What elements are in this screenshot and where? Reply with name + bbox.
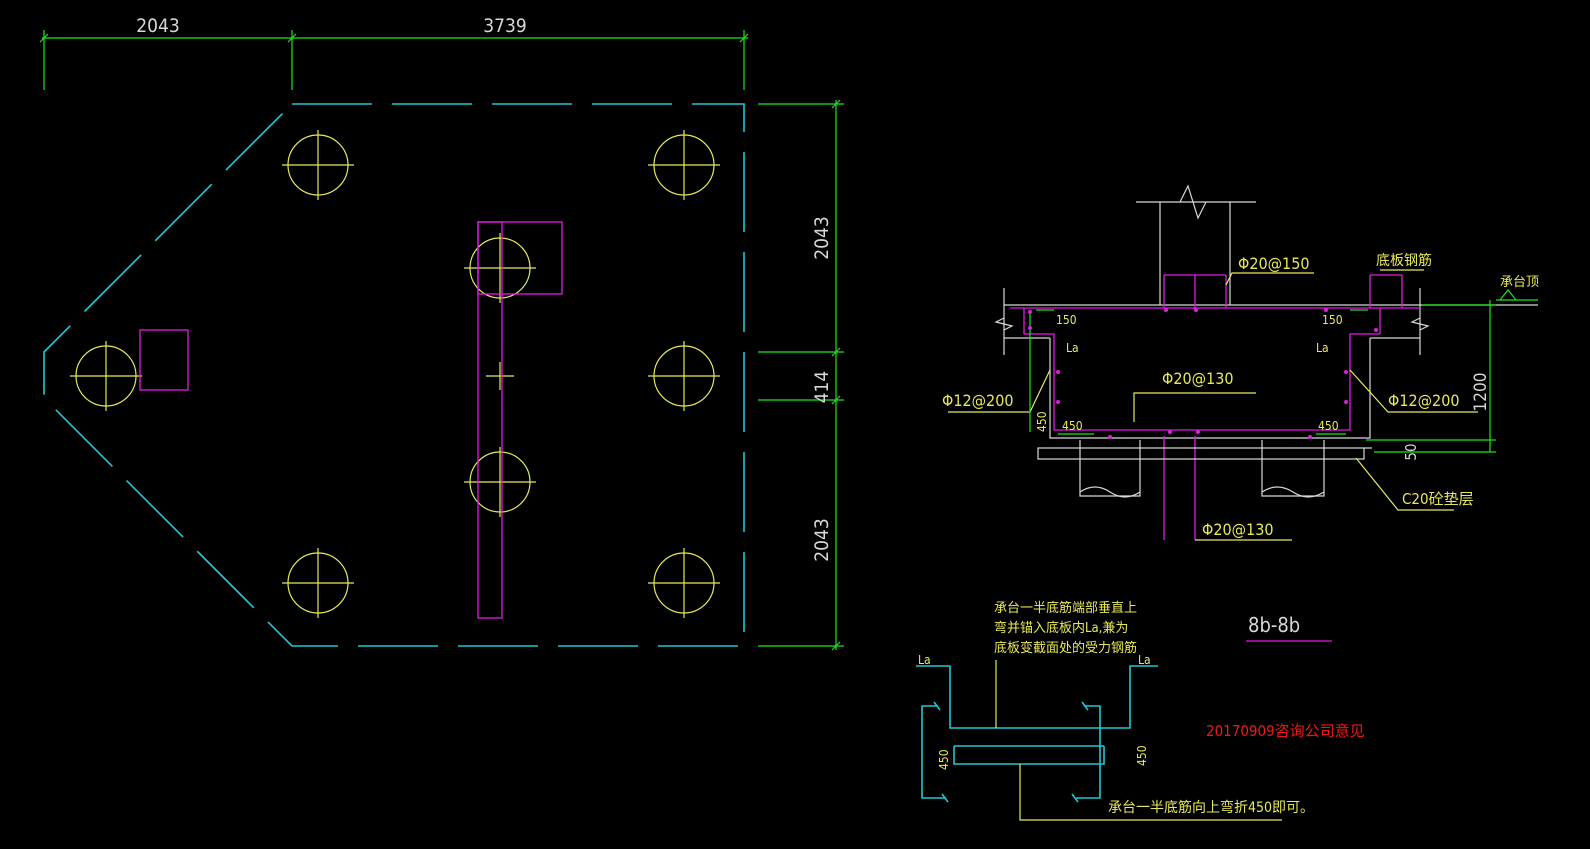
label-la-right: La (1316, 341, 1329, 355)
label-phi12-left: Φ12@200 (942, 391, 1014, 410)
section-dimensions (1029, 289, 1538, 453)
note-sketch-lines (916, 665, 1158, 803)
label-c20: C20砼垫层 (1402, 490, 1474, 508)
section-8b-8b: Φ20@150 底板钢筋 承台顶 150 150 La La Φ20@130 Φ… (942, 184, 1539, 642)
note-leaders (995, 660, 1282, 821)
rebar-dots (1028, 308, 1378, 439)
column-stub (1136, 184, 1256, 305)
pile-circles (70, 130, 720, 618)
label-phi20-130-bot: Φ20@130 (1202, 520, 1274, 539)
label-la-left: La (1066, 341, 1079, 355)
label-phi20-150: Φ20@150 (1238, 254, 1310, 273)
column-outlines (139, 221, 563, 619)
dim-right-bottom: 2043 (811, 518, 833, 562)
rebar-note-sketch: 承台一半底筋端部垂直上 弯并锚入底板内La,兼为 底板变截面处的受力钢筋 La … (916, 600, 1314, 821)
dim-top-right: 3739 (483, 15, 527, 37)
label-450-bl: 450 (1062, 419, 1083, 433)
label-50: 50 (1402, 443, 1420, 460)
dim-right-top: 2043 (811, 216, 833, 260)
label-450-br: 450 (1318, 419, 1339, 433)
note-la-left: La (918, 653, 931, 667)
dim-top-left: 2043 (136, 15, 180, 37)
label-phi20-130-top: Φ20@130 (1162, 369, 1234, 388)
note-450-left: 450 (937, 749, 951, 770)
right-dimension (758, 99, 844, 651)
label-150-left: 150 (1056, 313, 1077, 327)
label-450-v: 450 (1035, 411, 1049, 432)
label-cap-top: 承台顶 (1500, 275, 1539, 290)
label-150-right: 150 (1322, 313, 1343, 327)
label-1200: 1200 (1471, 373, 1491, 412)
section-rebar (1010, 274, 1420, 540)
note-bottom: 承台一半底筋向上弯折450即可。 (1108, 799, 1314, 816)
dim-right-mid: 414 (811, 371, 833, 404)
section-piles (1037, 440, 1372, 498)
note-450-right: 450 (1135, 745, 1149, 766)
note-line-2: 弯并锚入底板内La,兼为 (994, 620, 1128, 636)
section-title: 8b-8b (1248, 613, 1300, 637)
slab-lines (994, 288, 1538, 439)
note-line-1: 承台一半底筋端部垂直上 (994, 600, 1137, 616)
cap-outline (43, 103, 745, 647)
label-base-rebar: 底板钢筋 (1376, 252, 1432, 269)
note-line-3: 底板变截面处的受力钢筋 (994, 640, 1137, 656)
label-phi12-right: Φ12@200 (1388, 391, 1460, 410)
consult-note: 20170909咨询公司意见 (1206, 722, 1365, 740)
pile-cap-plan: 2043 3739 2043 414 2043 (39, 15, 844, 651)
top-dimension (39, 30, 749, 90)
note-la-right: La (1138, 653, 1151, 667)
